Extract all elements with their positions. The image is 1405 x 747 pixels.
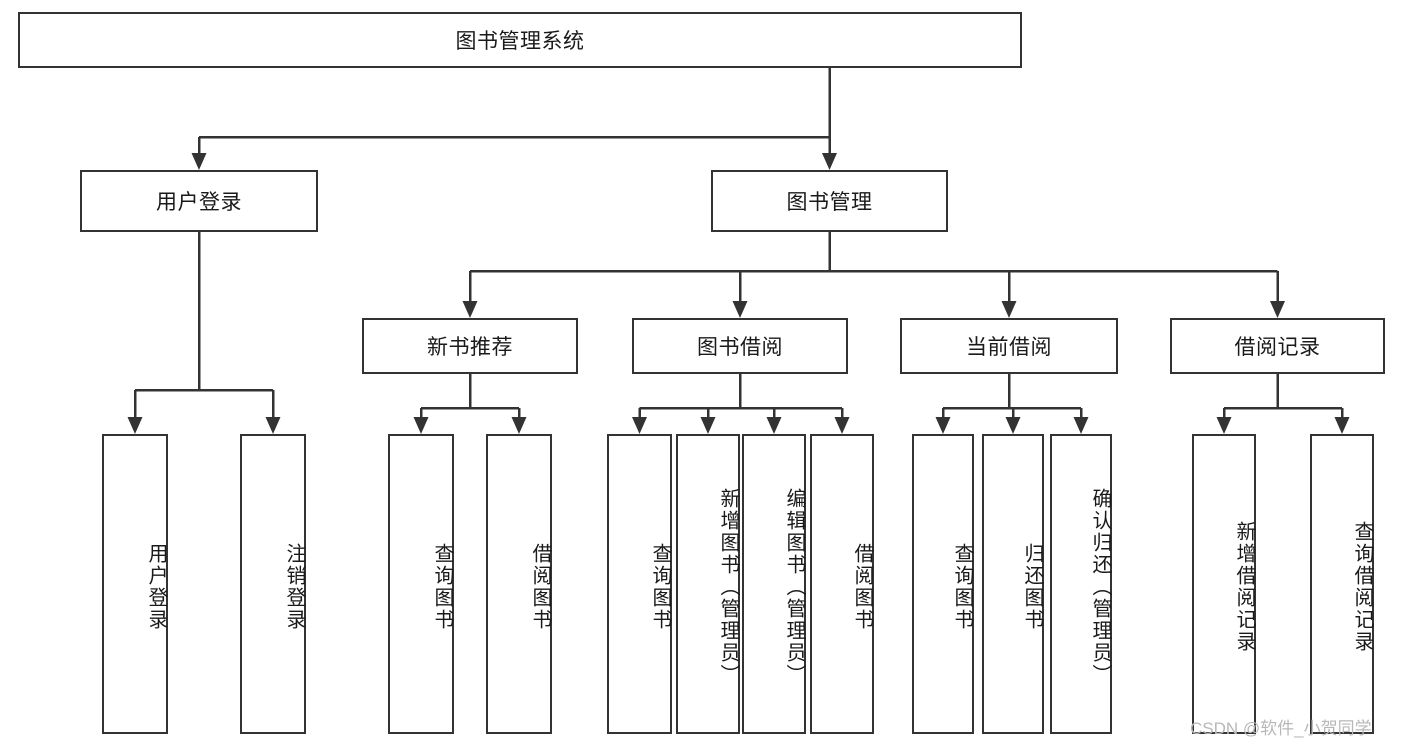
node-label: 编辑图书（管理员） — [783, 488, 805, 686]
node-label: 注销登录 — [283, 543, 305, 631]
node-label: 当前借阅 — [966, 336, 1052, 359]
leaf-node-5: 新增图书（管理员） — [676, 434, 740, 734]
node-label: 查询图书 — [649, 543, 671, 631]
leaf-node-10: 确认归还（管理员） — [1050, 434, 1112, 734]
level2-node-3: 借阅记录 — [1170, 318, 1385, 374]
leaf-node-4: 查询图书 — [607, 434, 672, 734]
leaf-node-9: 归还图书 — [982, 434, 1044, 734]
node-label: 新书推荐 — [427, 336, 513, 359]
node-label: 图书管理系统 — [455, 30, 585, 53]
node-label: 用户登录 — [156, 191, 242, 214]
node-label: 图书借阅 — [697, 336, 783, 359]
leaf-node-12: 查询借阅记录 — [1310, 434, 1374, 734]
level1-node-0: 用户登录 — [80, 170, 318, 232]
node-label: 借阅记录 — [1234, 336, 1321, 359]
leaf-node-1: 注销登录 — [240, 434, 306, 734]
node-label: 图书管理 — [786, 191, 873, 214]
leaf-node-6: 编辑图书（管理员） — [742, 434, 806, 734]
leaf-node-0: 用户登录 — [102, 434, 168, 734]
node-label: 借阅图书 — [529, 543, 551, 631]
level2-node-2: 当前借阅 — [900, 318, 1118, 374]
node-label: 借阅图书 — [851, 543, 873, 631]
root-node-book-management-system: 图书管理系统 — [18, 12, 1022, 68]
node-label: 查询图书 — [431, 543, 453, 631]
leaf-node-3: 借阅图书 — [486, 434, 552, 734]
node-label: 查询图书 — [951, 543, 973, 631]
node-label: 新增借阅记录 — [1233, 521, 1255, 653]
node-label: 查询借阅记录 — [1351, 521, 1373, 653]
node-label: 用户登录 — [145, 543, 167, 631]
leaf-node-7: 借阅图书 — [810, 434, 874, 734]
node-label: 新增图书（管理员） — [717, 488, 739, 686]
node-label: 确认归还（管理员） — [1089, 488, 1111, 686]
node-label: 归还图书 — [1021, 543, 1043, 631]
leaf-node-11: 新增借阅记录 — [1192, 434, 1256, 734]
watermark-text: CSDN @软件_小贺同学 — [1190, 719, 1372, 738]
leaf-node-2: 查询图书 — [388, 434, 454, 734]
level1-node-1: 图书管理 — [711, 170, 948, 232]
leaf-node-8: 查询图书 — [912, 434, 974, 734]
level2-node-1: 图书借阅 — [632, 318, 848, 374]
level2-node-0: 新书推荐 — [362, 318, 578, 374]
